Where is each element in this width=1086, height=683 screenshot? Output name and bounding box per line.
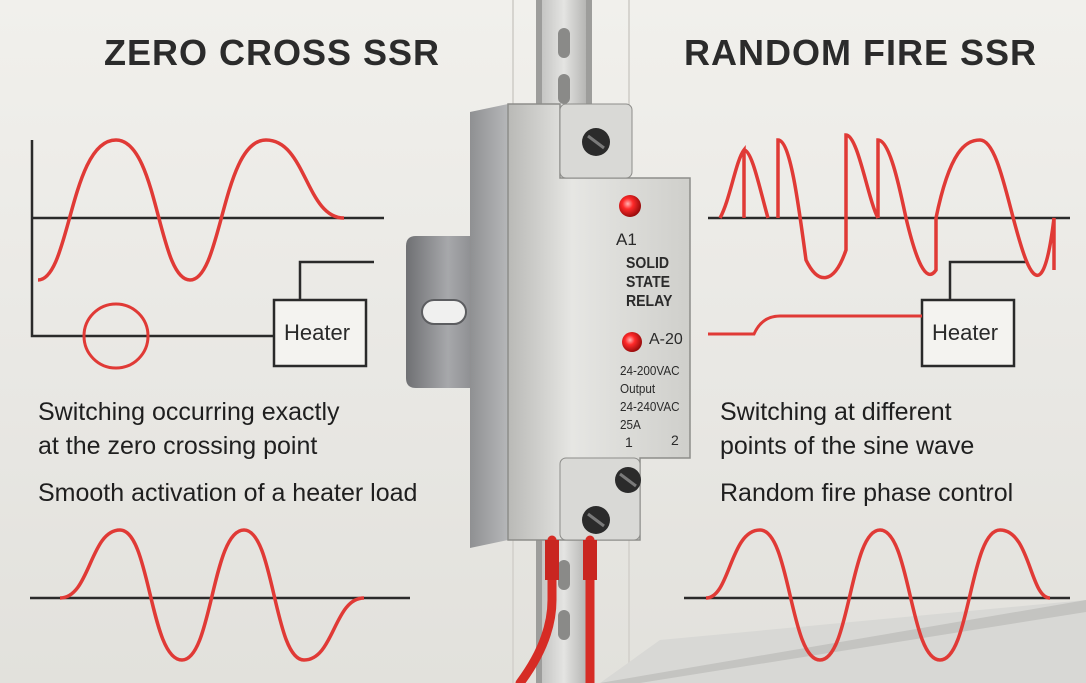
terminal-screw-mid [615,467,641,493]
cable-tray [600,600,1086,683]
relay-output-rating: 24-240VAC [620,399,680,414]
relay-specs: 24-200VAC Output 24-240VAC 25A [620,362,680,434]
relay-label-line2: STATE [626,274,671,291]
right-title: RANDOM FIRE SSR [684,32,1038,73]
zero-cross-bottom-wave [59,528,365,662]
relay-label-line1: SOLID [626,255,670,272]
left-caption-line3: Smooth activation of a heater load [38,479,418,507]
relay-terminal-1: 1 [625,434,633,450]
right-caption-line3: Random fire phase control [720,479,1014,507]
random-fire-bottom-wave [705,528,1051,662]
terminal-screw-top [582,128,610,156]
relay-side [470,104,508,548]
mounting-bracket [406,236,490,388]
right-caption-line2: points of the sine wave [720,432,975,460]
zero-cross-circuit [30,140,384,368]
left-heater-label: Heater [284,320,351,345]
relay-label: SOLID STATE RELAY [626,254,672,311]
relay-terminal-a1: A1 [616,230,637,249]
random-fire-top-wave [718,133,1056,280]
left-title: ZERO CROSS SSR [104,32,441,73]
left-caption-line1: Switching occurring exactly [38,398,340,426]
random-fire-circuit [708,216,1070,368]
right-heater-label: Heater [932,320,999,345]
status-led-model [622,332,642,352]
left-caption-line2: at the zero crossing point [38,432,318,460]
relay-model: A-20 [649,331,683,348]
status-led-top [619,195,641,217]
relay-input-rating: 24-200VAC [620,363,680,378]
right-caption-line1: Switching at different [720,398,952,426]
terminal-screw-bottom [582,506,610,534]
relay-body [507,103,691,541]
zero-cross-source-circle [82,302,150,370]
output-wires [515,535,597,683]
relay-output-label: Output [620,381,656,396]
random-fire-trigger-line [708,314,922,336]
zero-cross-top-wave [37,138,345,282]
relay-terminal-2: 2 [671,432,679,448]
relay-current-rating: 25A [620,417,641,432]
relay-label-line3: RELAY [626,293,673,310]
